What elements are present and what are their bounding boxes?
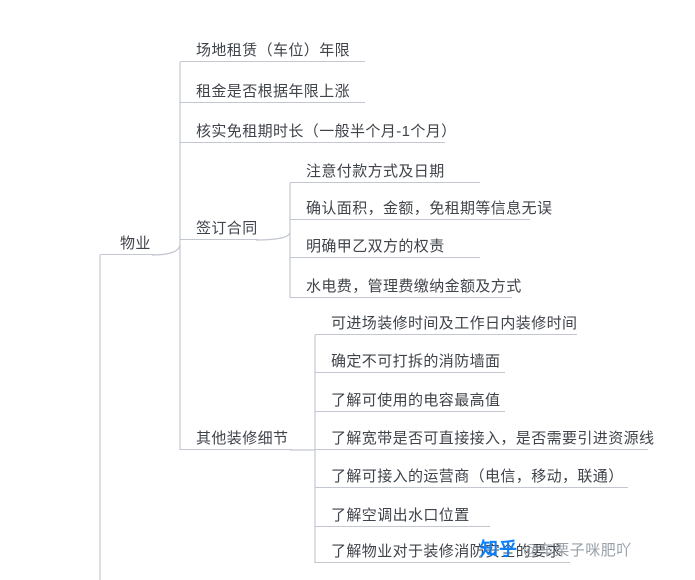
connector-root-trunk [151, 62, 181, 450]
mindmap-node-fire-walls[interactable]: 确定不可打拆的消防墙面 [315, 352, 505, 373]
mindmap-node-confirm-info[interactable]: 确认面积，金额，免租期等信息无误 [290, 199, 552, 220]
watermark: 知乎 @车栗子咪肥吖 [480, 537, 632, 561]
mindmap-node-carriers[interactable]: 了解可接入的运营商（电信，移动，联通） [315, 467, 628, 488]
mindmap-node-rent-increase[interactable]: 租金是否根据年限上涨 [180, 82, 365, 103]
mindmap-node-sign-contract[interactable]: 签订合同 [180, 219, 258, 240]
zhihu-logo: 知乎 [480, 539, 518, 559]
mindmap-node-decoration-time[interactable]: 可进场装修时间及工作日内装修时间 [315, 314, 577, 335]
connector-contract-trunk [255, 183, 291, 298]
watermark-handle: @车栗子咪肥吖 [523, 542, 632, 559]
mindmap-node-lease-years[interactable]: 场地租赁（车位）年限 [180, 41, 365, 62]
mindmap-node-broadband-access[interactable]: 了解宽带是否可直接接入，是否需要引进资源线 [315, 429, 654, 450]
mindmap-node-fire-safety-requirements[interactable]: 了解物业对于装修消防安全的要求 [315, 542, 570, 563]
connector-decoration-trunk [290, 335, 316, 563]
mindmap-node-utility-fees[interactable]: 水电费，管理费缴纳金额及方式 [290, 277, 521, 298]
mindmap-node-responsibilities[interactable]: 明确甲乙双方的权责 [290, 237, 480, 258]
mindmap-node-max-capacitance[interactable]: 了解可使用的电容最高值 [315, 391, 505, 412]
mindmap-node-payment-method[interactable]: 注意付款方式及日期 [290, 162, 480, 183]
mindmap-node-root[interactable]: 物业 [100, 234, 155, 255]
mindmap-node-rent-free-period[interactable]: 核实免租期时长（一般半个月-1个月） [180, 122, 456, 143]
mindmap-node-ac-drain-outlet[interactable]: 了解空调出水口位置 [315, 506, 490, 527]
mindmap-node-other-decoration-details[interactable]: 其他装修细节 [180, 429, 292, 450]
